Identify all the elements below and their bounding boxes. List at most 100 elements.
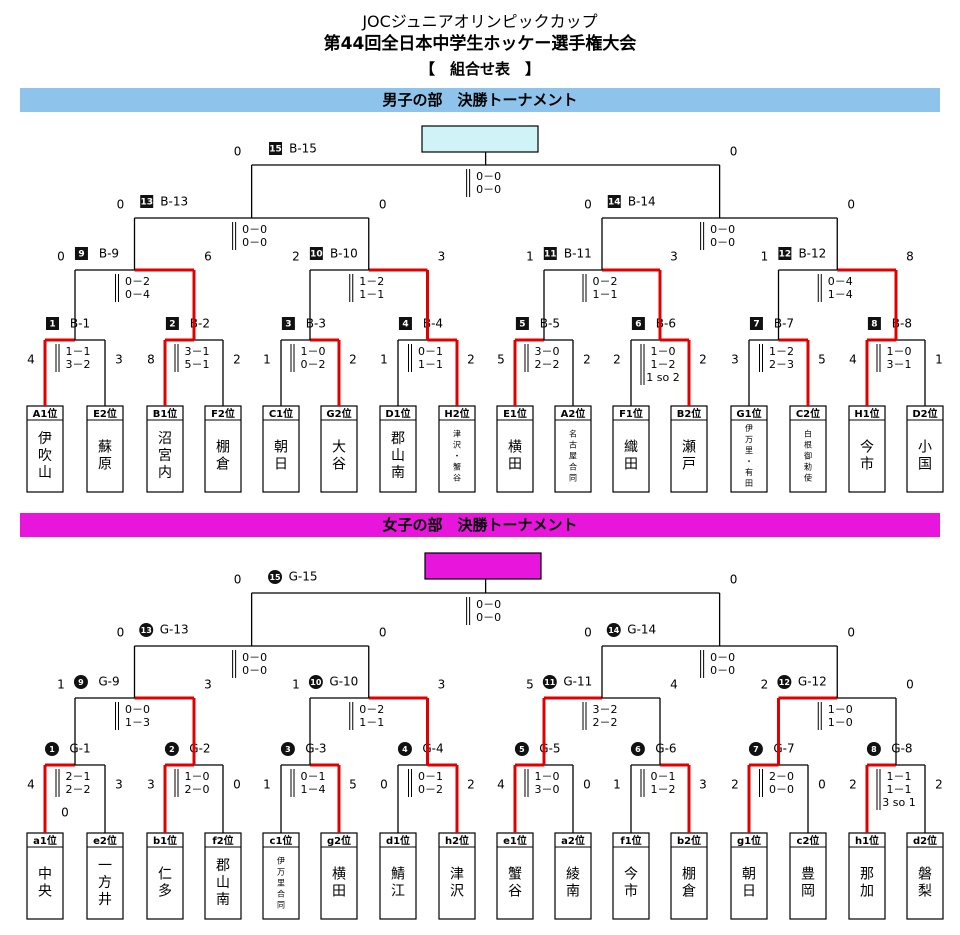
- match-number-badge: [74, 247, 88, 260]
- match-code: B-14: [628, 195, 656, 209]
- match-number-badge: [164, 742, 179, 756]
- score-right: 5: [818, 353, 826, 367]
- team-seed-boys-4: F2位: [211, 407, 235, 420]
- match-code: B-1: [70, 317, 90, 331]
- match-number: 6: [635, 745, 641, 754]
- header-line2: 第44回全日本中学生ホッケー選手権大会: [323, 34, 637, 54]
- score-left: 0: [234, 145, 242, 159]
- match-number: 15: [269, 573, 281, 582]
- period-score: 0－0: [710, 236, 735, 249]
- match-number-badge: [73, 675, 88, 689]
- score-right: 2: [349, 353, 357, 367]
- period-score: 0－4: [828, 275, 853, 288]
- team-seed-boys-11: F1位: [619, 407, 643, 420]
- period-score: 1－0: [185, 770, 210, 783]
- period-score: 0－1: [651, 770, 676, 783]
- score-left: 0: [117, 626, 125, 640]
- match-number: 3: [285, 320, 291, 330]
- score-left: 1: [263, 778, 271, 792]
- score-right: 0: [847, 198, 855, 212]
- team-seed-girls-3: b1位: [153, 834, 177, 847]
- match-number-badge: [269, 142, 283, 155]
- period-score: 0－2: [593, 275, 618, 288]
- match-number: 14: [608, 198, 621, 208]
- period-score: 1－0: [301, 345, 326, 358]
- period-score: 0－0: [710, 651, 735, 664]
- match-number: 5: [519, 320, 525, 330]
- score-left: 2: [613, 353, 621, 367]
- match-number-badge: [45, 742, 59, 756]
- team-name-char: 綾: [566, 867, 580, 883]
- score-left: 8: [147, 353, 155, 367]
- score-left: 2: [731, 778, 739, 792]
- period-score: 3－0: [535, 783, 560, 796]
- period-score: 0－1: [301, 770, 326, 783]
- period-score: 2－3: [769, 358, 794, 371]
- team-seed-boys-12: B2位: [677, 407, 702, 420]
- team-name-char: 里: [745, 446, 753, 455]
- period-score: 2－2: [535, 358, 560, 371]
- team-seed-girls-10: a2位: [561, 834, 585, 847]
- team-seed-boys-10: A2位: [561, 407, 586, 420]
- team-name-char: ・: [453, 452, 461, 461]
- match-number: 2: [169, 320, 175, 330]
- score-right: 0: [906, 678, 914, 692]
- period-score: 0－2: [418, 783, 443, 796]
- period-score: 0－2: [301, 358, 326, 371]
- match-number-badge: [139, 623, 154, 637]
- match-number: 13: [141, 626, 152, 635]
- match-number-badge: [543, 247, 557, 260]
- match-number: 11: [544, 250, 557, 260]
- period-score: 0－2: [125, 275, 150, 288]
- team-name-char: 谷: [508, 884, 522, 900]
- team-seed-boys-14: C2位: [796, 407, 820, 420]
- score-left: 4: [27, 353, 35, 367]
- score-right: 0: [233, 778, 241, 792]
- team-name-char: 棚: [682, 867, 696, 883]
- team-seed-boys-8: H2位: [444, 407, 469, 420]
- team-name-char: 田: [332, 884, 346, 900]
- match-number-badge: [398, 317, 412, 330]
- score-right: 3: [115, 353, 123, 367]
- team-name-char: 今: [624, 867, 638, 883]
- team-name-char: 合: [569, 462, 577, 472]
- team-name-char: 田: [508, 457, 522, 473]
- team-name-char: 同: [277, 901, 285, 910]
- match-number-badge: [165, 317, 179, 330]
- team-name-char: 山: [216, 875, 230, 891]
- team-name-char: 棚: [216, 440, 230, 456]
- score-right: 0: [730, 145, 738, 159]
- team-name-char: 日: [742, 884, 756, 900]
- match-code: G-11: [563, 675, 592, 689]
- score-right: 2: [699, 353, 707, 367]
- score-left: 0: [234, 573, 242, 587]
- team-name-char: 豊: [801, 867, 815, 883]
- team-name-char: 南: [566, 884, 580, 900]
- team-seed-boys-13: G1位: [736, 407, 761, 420]
- match-number-badge: [280, 742, 295, 756]
- match-number: 8: [871, 320, 877, 330]
- score-right: 0: [847, 626, 855, 640]
- match-number-badge: [514, 742, 529, 756]
- score-right: 1: [935, 353, 943, 367]
- match-number: 7: [753, 745, 759, 754]
- match-number-badge: [140, 195, 154, 208]
- team-name-char: 伊: [38, 431, 52, 447]
- match-number-badge: [748, 742, 763, 756]
- period-score: 0－1: [418, 770, 443, 783]
- period-score: 3－2: [593, 703, 618, 716]
- team-name-char: 御: [804, 451, 812, 461]
- score-right: 3: [670, 250, 678, 264]
- match-code: G-7: [773, 742, 794, 756]
- team-seed-girls-13: g1位: [737, 834, 761, 847]
- period-score: 1－1: [66, 345, 91, 358]
- match-number: 4: [402, 745, 408, 754]
- period-score: 0－0: [476, 611, 501, 624]
- period-score: 0－0: [242, 223, 267, 236]
- final-box-girls: [424, 552, 542, 580]
- team-seed-girls-4: f2位: [212, 834, 233, 847]
- score-left: 4: [849, 353, 857, 367]
- team-name-char: 田: [745, 479, 753, 488]
- period-score: 1－1: [418, 358, 443, 371]
- match-code: G-10: [329, 675, 358, 689]
